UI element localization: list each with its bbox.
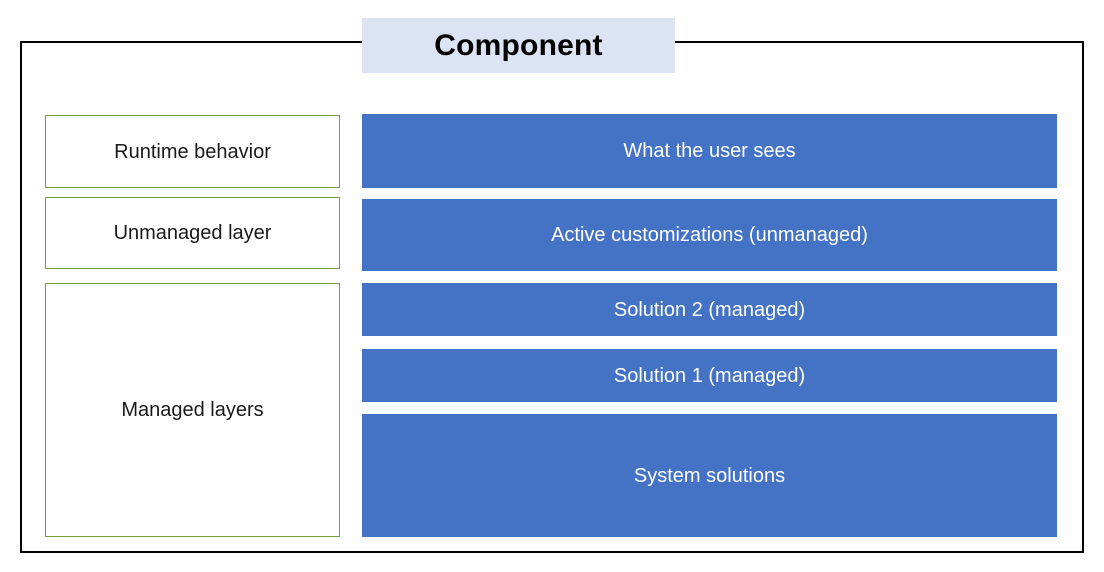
label-text: Managed layers xyxy=(121,399,264,421)
layer-label: Active customizations (unmanaged) xyxy=(551,224,868,246)
label-column: Runtime behavior Unmanaged layer Managed… xyxy=(45,0,340,572)
page-title: Component xyxy=(434,28,603,62)
label-text: Unmanaged layer xyxy=(113,222,272,244)
label-text: Runtime behavior xyxy=(114,140,271,163)
layer-bar-solution-2: Solution 2 (managed) xyxy=(362,283,1057,336)
layer-label: Solution 2 (managed) xyxy=(613,298,806,321)
layer-bar-what-the-user-sees: What the user sees xyxy=(362,114,1057,188)
label-box-runtime-behavior: Runtime behavior xyxy=(45,115,340,188)
layer-label: System solutions xyxy=(633,464,786,487)
layer-label: Solution 1 (managed) xyxy=(613,364,806,387)
layer-label: What the user sees xyxy=(623,140,796,162)
label-box-unmanaged-layer: Unmanaged layer xyxy=(45,197,340,269)
label-box-managed-layers: Managed layers xyxy=(45,283,340,537)
layer-bar-system-solutions: System solutions xyxy=(362,414,1057,537)
layer-column: What the user sees Active customizations… xyxy=(362,0,1057,572)
component-title-box: Component xyxy=(362,18,675,73)
layer-bar-active-customizations: Active customizations (unmanaged) xyxy=(362,199,1057,271)
layer-bar-solution-1: Solution 1 (managed) xyxy=(362,349,1057,402)
